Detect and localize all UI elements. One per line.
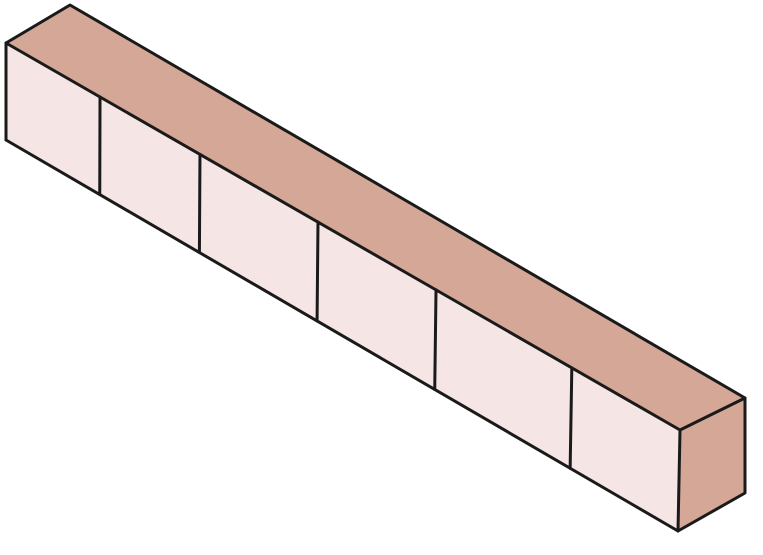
cube-divider-2 [197,152,202,255]
cube-dividers [98,95,574,470]
bottom-front-edge [4,138,680,533]
cube-divider-4 [433,288,438,391]
cube-front-face-2 [99,96,200,253]
bar-end-face [678,398,745,531]
bar-outline [4,3,747,533]
end-face-outline [676,396,747,533]
top-front-edge [4,41,682,432]
cube-divider-5 [568,366,574,470]
cube-front-faces [6,43,680,531]
top-back-edge [4,3,747,400]
cube-divider-3 [315,220,320,323]
cube-front-face-4 [317,222,437,390]
cube-front-face-3 [199,154,318,321]
cube-front-face-5 [434,289,572,469]
cube-front-face-6 [570,367,680,531]
bar-top-face [6,5,745,430]
cube-front-face-1 [6,43,101,195]
